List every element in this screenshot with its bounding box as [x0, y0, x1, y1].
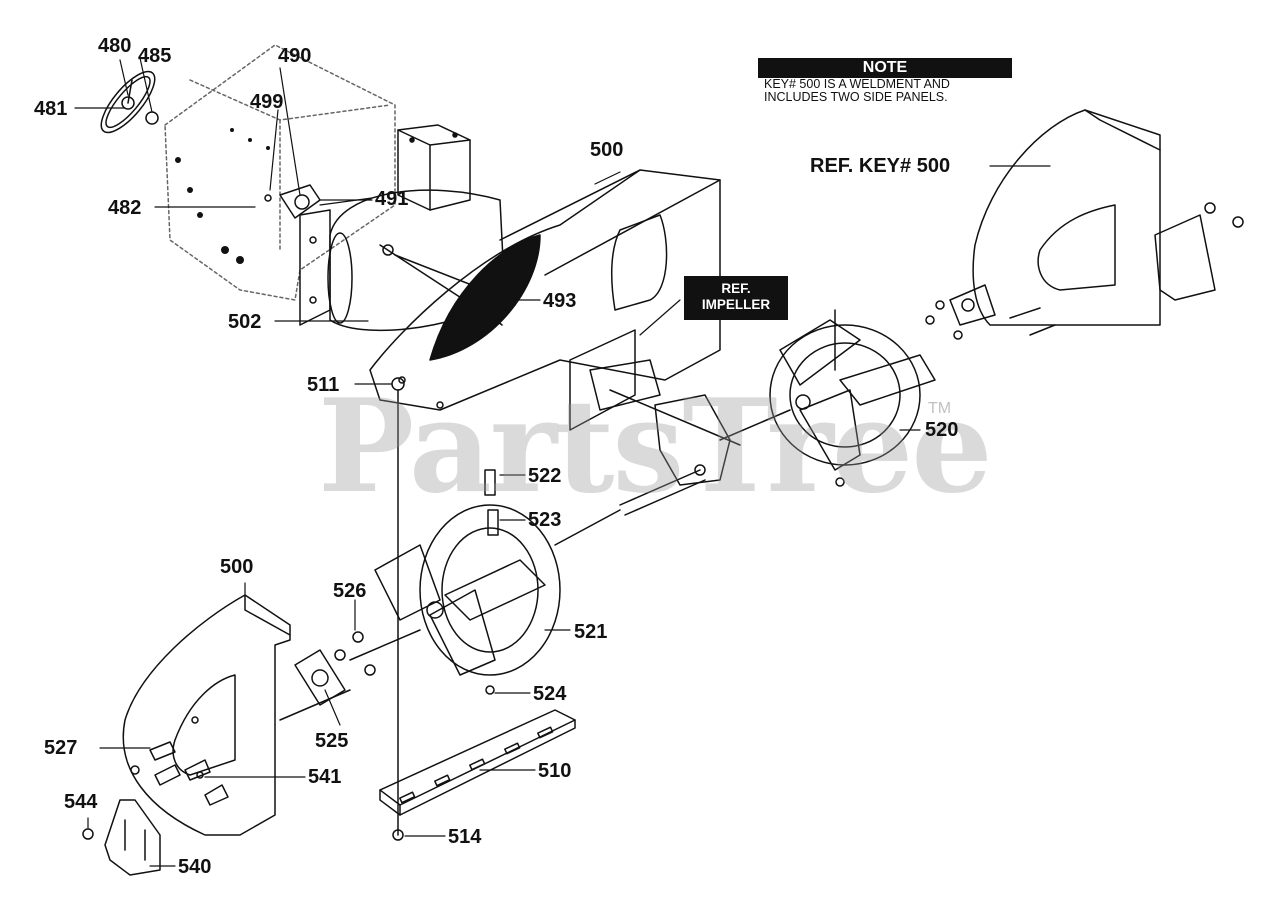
- note-heading: NOTE: [758, 58, 1012, 78]
- partstree-watermark: PartsTree: [318, 372, 993, 522]
- bearing-bracket-top: [264, 184, 331, 326]
- part-label-527: 527: [44, 737, 78, 759]
- shear-pins: [484, 469, 499, 536]
- part-label-544: 544: [64, 791, 98, 813]
- frame-housing: [164, 44, 396, 301]
- part-label-493: 493: [543, 290, 577, 312]
- part-label-514: 514: [448, 826, 482, 848]
- leader-lines: [74, 57, 1051, 867]
- part-label-526: 526: [333, 580, 367, 602]
- side-panel-lower: [122, 594, 291, 836]
- part-label-510: 510: [538, 760, 572, 782]
- crank-wheel: [100, 70, 159, 134]
- part-label-490: 490: [278, 45, 312, 67]
- ref-impeller-tag: REF. IMPELLER: [684, 276, 788, 320]
- part-label-502: 502: [228, 311, 262, 333]
- part-label-521: 521: [574, 621, 608, 643]
- part-label-482: 482: [108, 197, 142, 219]
- part-label-520: 520: [925, 419, 959, 441]
- note-box: NOTE KEY# 500 IS A WELDMENT AND INCLUDES…: [758, 58, 1012, 104]
- part-label-499: 499: [250, 91, 284, 113]
- part-label-524: 524: [533, 683, 567, 705]
- part-label-525: 525: [315, 730, 349, 752]
- part-label-500-lower: 500: [220, 556, 254, 578]
- part-label-500-top: 500: [590, 139, 624, 161]
- impeller-assembly: [569, 329, 791, 516]
- part-label-523: 523: [528, 509, 562, 531]
- carriage-bolts: [149, 741, 229, 806]
- scraper-bar-510: [379, 709, 576, 816]
- chute-ring: [397, 124, 471, 211]
- part-label-541: 541: [308, 766, 342, 788]
- part-label-485: 485: [138, 45, 172, 67]
- frame-holes: [175, 128, 270, 264]
- ref-key-500-label: REF. KEY# 500: [810, 155, 951, 177]
- part-label-540: 540: [178, 856, 212, 878]
- skid-shoe-540: [82, 799, 161, 876]
- side-panel-right: [925, 109, 1244, 340]
- note-line-1: KEY# 500 IS A WELDMENT AND: [764, 77, 950, 91]
- part-label-481: 481: [34, 98, 68, 120]
- ref-impeller-line-1: REF.: [721, 281, 751, 296]
- note-line-2: INCLUDES TWO SIDE PANELS.: [764, 90, 948, 104]
- part-label-491: 491: [375, 188, 409, 210]
- part-label-522: 522: [528, 465, 562, 487]
- auger-housing-drum: [327, 189, 506, 332]
- bearing-flange-525: [279, 629, 421, 721]
- trademark-mark: TM: [928, 400, 952, 417]
- part-label-480: 480: [98, 35, 132, 57]
- auger-521: [374, 504, 621, 695]
- bolts-493: [379, 244, 516, 326]
- auger-520: [769, 309, 936, 487]
- ref-impeller-line-2: IMPELLER: [701, 297, 771, 312]
- part-label-511: 511: [307, 374, 340, 396]
